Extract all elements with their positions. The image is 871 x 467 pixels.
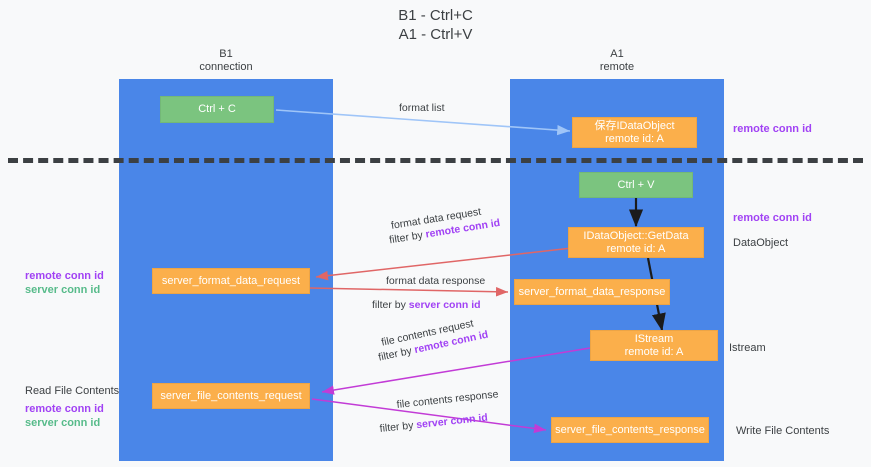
edge-label-format-data-request: format data request filter by remote con… — [388, 202, 501, 247]
node-istream-line2: remote id: A — [624, 345, 684, 358]
annotation-read-file-contents: Read File Contents — [25, 384, 119, 398]
node-save-idataobject-line1: 保存IDataObject — [594, 119, 675, 132]
node-istream-line1: IStream — [634, 332, 674, 345]
node-server-file-contents-response-label: server_file_contents_response — [555, 423, 705, 436]
annotation-istream-text: Istream — [729, 342, 766, 354]
node-ctrl-v[interactable]: Ctrl + V — [579, 172, 693, 198]
node-idataobject-getdata-line2: remote id: A — [606, 242, 666, 255]
edge-label-file-contents-response-filter-key: server conn id — [415, 411, 489, 432]
annotation-left-server-conn-id-bottom: server conn id — [25, 417, 101, 429]
node-server-format-data-response-label: server_format_data_response — [518, 285, 666, 298]
edge-label-format-list-text: format list — [399, 102, 445, 114]
edge-format-data-response — [309, 286, 509, 297]
annotation-write-file-contents-text: Write File Contents — [736, 425, 830, 437]
annotation-read-file-contents-text: Read File Contents — [25, 385, 120, 397]
annotation-left-server-conn-id-mid: server conn id — [25, 284, 101, 296]
node-server-format-data-response[interactable]: server_format_data_response — [514, 279, 670, 305]
annotation-dataobject: DataObject — [733, 236, 788, 250]
lane-header-b1-name: B1 — [219, 48, 233, 60]
node-save-idataobject[interactable]: 保存IDataObject remote id: A — [572, 117, 697, 148]
edge-label-format-data-response-filter: filter by server conn id — [372, 298, 481, 312]
annotation-dataobject-text: DataObject — [733, 237, 789, 249]
edge-label-file-contents-request: file contents request filter by remote c… — [377, 314, 490, 363]
lane-header-a1-name: A1 — [610, 48, 624, 60]
annotation-istream: Istream — [729, 341, 766, 355]
edge-label-format-data-response-text: format data response — [386, 275, 486, 287]
node-server-format-data-request[interactable]: server_format_data_request — [152, 268, 310, 294]
annotation-remote-conn-id-mid-text: remote conn id — [733, 212, 812, 224]
edge-label-format-data-response-filter-prefix: filter by — [372, 299, 409, 311]
node-idataobject-getdata[interactable]: IDataObject::GetData remote id: A — [568, 227, 704, 258]
title-line-1: B1 - Ctrl+C — [398, 7, 473, 24]
node-server-file-contents-response[interactable]: server_file_contents_response — [551, 417, 709, 443]
title-line-2: A1 - Ctrl+V — [398, 26, 473, 43]
edge-label-format-data-response: format data response — [386, 274, 485, 288]
node-server-file-contents-request-label: server_file_contents_request — [160, 389, 302, 402]
node-save-idataobject-line2: remote id: A — [605, 132, 664, 145]
lane-header-a1: A1 remote — [510, 48, 724, 74]
edge-label-file-contents-response-filter-prefix: filter by — [379, 419, 417, 435]
annotation-left-conn-ids-mid: remote conn id server conn id — [25, 269, 104, 297]
annotation-left-remote-conn-id-bottom: remote conn id — [25, 403, 104, 415]
node-server-file-contents-request[interactable]: server_file_contents_request — [152, 383, 310, 409]
annotation-left-conn-ids-bottom: remote conn id server conn id — [25, 402, 104, 430]
node-ctrl-c[interactable]: Ctrl + C — [160, 96, 274, 123]
lane-header-a1-role: remote — [599, 61, 635, 73]
lane-header-b1-role: connection — [199, 61, 253, 73]
edge-label-file-contents-response-filter: filter by server conn id — [379, 411, 488, 436]
phase-divider — [8, 158, 863, 163]
diagram-title: B1 - Ctrl+C A1 - Ctrl+V — [0, 6, 871, 44]
node-idataobject-getdata-line1: IDataObject::GetData — [583, 229, 689, 242]
edge-label-format-list: format list — [399, 101, 445, 115]
edge-label-format-data-response-filter-key: server conn id — [408, 299, 481, 311]
annotation-left-remote-conn-id-mid: remote conn id — [25, 270, 104, 282]
node-istream[interactable]: IStream remote id: A — [590, 330, 718, 361]
annotation-remote-conn-id-mid: remote conn id — [733, 211, 812, 225]
edge-label-file-contents-response-text: file contents response — [396, 388, 499, 411]
annotation-write-file-contents: Write File Contents — [736, 424, 829, 438]
node-ctrl-c-label: Ctrl + C — [198, 103, 236, 115]
node-server-format-data-request-label: server_format_data_request — [161, 274, 301, 287]
annotation-remote-conn-id-top-text: remote conn id — [733, 123, 812, 135]
node-ctrl-v-label: Ctrl + V — [617, 178, 655, 191]
lane-header-b1: B1 connection — [119, 48, 333, 74]
annotation-remote-conn-id-top: remote conn id — [733, 122, 812, 136]
edge-label-file-contents-response: file contents response — [396, 387, 499, 412]
